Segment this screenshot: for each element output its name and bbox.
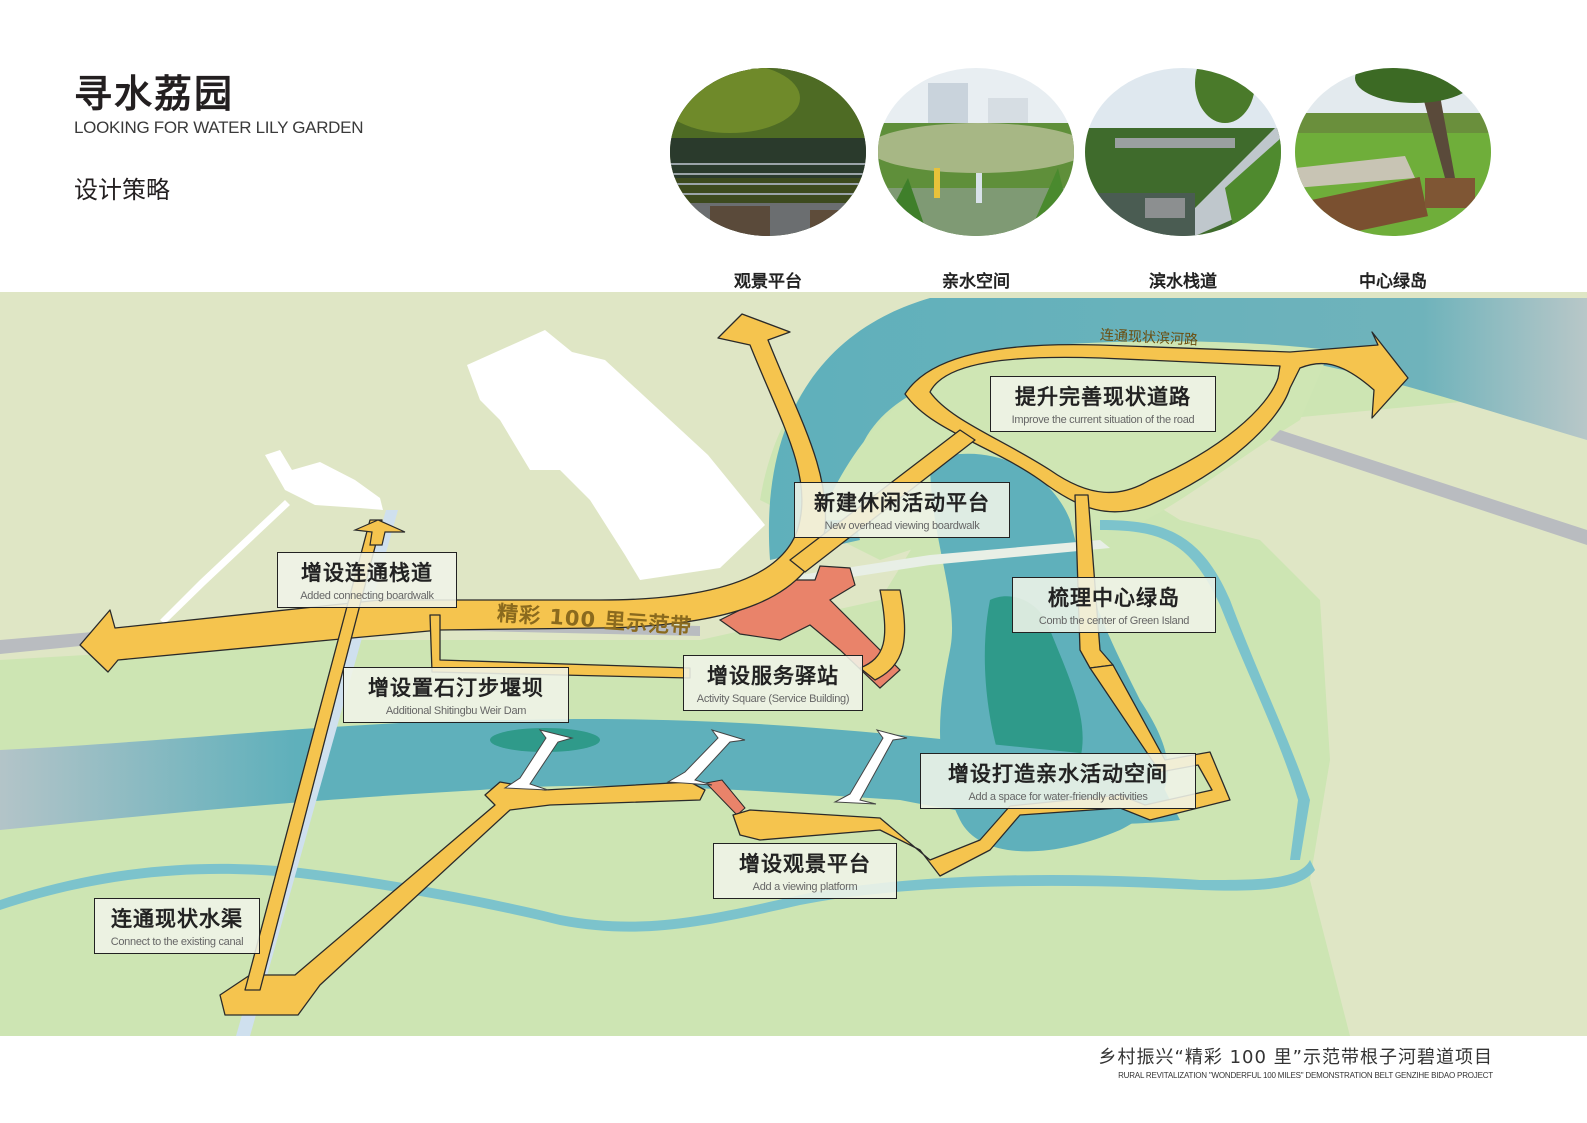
- photo-label: 亲水空间: [942, 272, 1010, 292]
- photo-waterfront-space: 亲水空间: [878, 68, 1074, 292]
- callout-existing-canal[interactable]: 连通现状水渠 Connect to the existing canal: [94, 898, 260, 954]
- callout-leisure-platform[interactable]: 新建休闲活动平台 New overhead viewing boardwalk: [794, 482, 1010, 538]
- project-title-cn: 乡村振兴“精彩 100 里”示范带根子河碧道项目: [1098, 1047, 1493, 1068]
- callout-weir-dam[interactable]: 增设置石汀步堰坝 Additional Shitingbu Weir Dam: [343, 667, 569, 723]
- waterfront-space-photo-icon: [878, 68, 1074, 236]
- callout-green-island[interactable]: 梳理中心绿岛 Comb the center of Green Island: [1012, 577, 1216, 633]
- page-title: 寻水荔园: [74, 72, 235, 116]
- callout-connecting-boardwalk[interactable]: 增设连通栈道 Added connecting boardwalk: [277, 552, 457, 608]
- photo-central-green-island: 中心绿岛: [1295, 68, 1491, 292]
- photo-label: 滨水栈道: [1149, 272, 1217, 292]
- page-title-english: LOOKING FOR WATER LILY GARDEN: [74, 118, 364, 137]
- viewing-platform-photo-icon: [670, 68, 866, 236]
- project-title-en: RURAL REVITALIZATION "WONDERFUL 100 MILE…: [1118, 1071, 1493, 1080]
- site-strategy-map: 连通现状滨河路 精彩 100 里示范带 提升完善现状道路 Improve the…: [0, 292, 1587, 1036]
- callout-service-station[interactable]: 增设服务驿站 Activity Square (Service Building…: [683, 655, 863, 711]
- callout-water-activity-space[interactable]: 增设打造亲水活动空间 Add a space for water-friendl…: [920, 753, 1196, 809]
- callout-viewing-platform[interactable]: 增设观景平台 Add a viewing platform: [713, 843, 897, 899]
- section-subtitle: 设计策略: [74, 176, 170, 204]
- reference-photo-strip: 观景平台 亲水空间: [670, 68, 1500, 293]
- photo-viewing-platform: 观景平台: [670, 68, 866, 292]
- photo-label: 中心绿岛: [1359, 272, 1427, 292]
- photo-label: 观景平台: [734, 272, 802, 292]
- central-green-island-photo-icon: [1295, 68, 1491, 236]
- title-block: 寻水荔园 LOOKING FOR WATER LILY GARDEN: [74, 72, 363, 138]
- photo-waterfront-boardwalk: 滨水栈道: [1085, 68, 1281, 292]
- callout-improve-road[interactable]: 提升完善现状道路 Improve the current situation o…: [990, 376, 1216, 432]
- waterfront-boardwalk-photo-icon: [1085, 68, 1281, 236]
- project-footer: 乡村振兴“精彩 100 里”示范带根子河碧道项目 RURAL REVITALIZ…: [1098, 1043, 1494, 1080]
